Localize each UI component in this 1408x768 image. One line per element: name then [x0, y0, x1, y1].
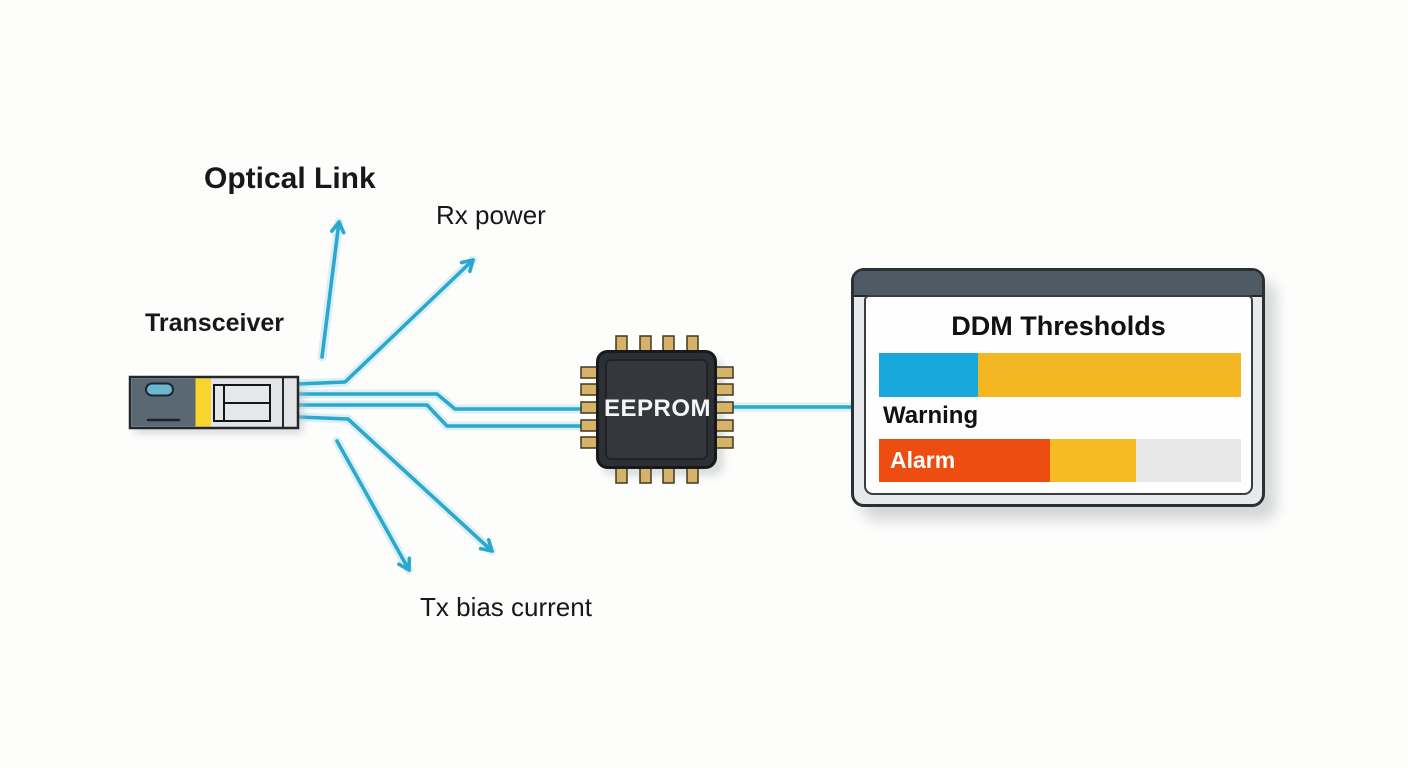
eeprom-chip	[580, 335, 734, 484]
transceiver-label: Transceiver	[145, 309, 284, 337]
bar-segment	[1136, 439, 1241, 482]
bar-segment	[879, 353, 978, 397]
eeprom-label: EEPROM	[603, 395, 711, 422]
module-inner-slot	[213, 384, 225, 422]
optical-link-arrow	[320, 220, 341, 359]
panel-title: DDM Thresholds	[951, 311, 1166, 341]
ddm-warning-bar	[879, 353, 1241, 397]
chip-pins	[580, 335, 734, 484]
panel-body: DDM Thresholds Warning Alarm	[864, 295, 1253, 495]
ddm-alarm-bar: Alarm	[879, 439, 1241, 482]
rx-power-label: Rx power	[436, 200, 546, 230]
module-led-pill	[145, 382, 174, 397]
bar-segment	[977, 353, 1241, 397]
alarm-label: Alarm	[890, 447, 956, 473]
transceiver-module	[128, 375, 304, 434]
bar-segment	[1050, 439, 1136, 482]
warning-label: Warning	[883, 402, 979, 429]
chip-face	[605, 359, 708, 460]
optical-link-label: Optical Link	[204, 162, 376, 195]
tx-bias-current-label: Tx bias current	[420, 592, 592, 622]
module-yellow-stripe	[195, 378, 211, 427]
panel-header-bar	[854, 271, 1262, 297]
ddm-thresholds-panel: DDM Thresholds Warning Alarm	[851, 268, 1265, 507]
bar-segment	[879, 439, 1051, 482]
tx-bias-arrow	[296, 415, 494, 553]
